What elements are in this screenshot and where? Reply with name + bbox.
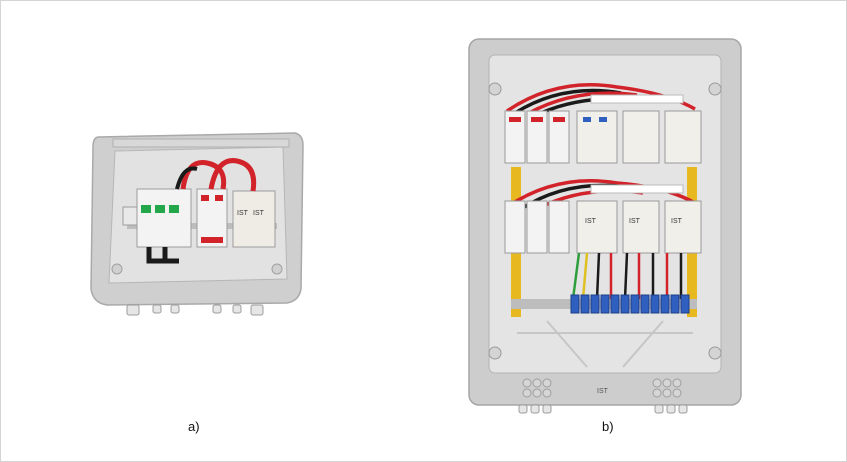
- photo-combiner-box-large: IST IST IST: [467, 37, 743, 415]
- wires-to-terminals: [571, 252, 683, 300]
- cable-glands: [126, 304, 264, 316]
- terminal-block: [570, 294, 690, 314]
- switch-indicator: [141, 205, 151, 213]
- switch-indicator: [155, 205, 165, 213]
- switch-indicator: [169, 205, 179, 213]
- fuse-indicator: [215, 195, 223, 201]
- wire-black: [175, 166, 198, 190]
- photo-junction-box-small: IST IST: [87, 129, 307, 319]
- junction-box-small-illustration: IST IST: [90, 132, 304, 316]
- enclosure-logo: IST: [597, 388, 609, 395]
- switch-handle: [122, 206, 138, 226]
- corner-screws: [488, 82, 722, 360]
- vent-grille-left: [522, 378, 552, 398]
- label-strip: [590, 184, 684, 194]
- module-label: IST: [585, 218, 597, 225]
- top-rail: [112, 138, 290, 148]
- fuse-base: [201, 237, 223, 243]
- wire-black: [162, 247, 179, 264]
- mounting-hole: [271, 263, 283, 275]
- caption-panel-a: a): [188, 419, 200, 434]
- module-indicators-blue: [583, 117, 607, 122]
- label-strip: [590, 94, 684, 104]
- fuse-indicator: [201, 195, 209, 201]
- floor-ribs: [517, 320, 693, 368]
- mounting-hole: [111, 263, 123, 275]
- isolator-switch: [136, 188, 192, 248]
- wire-red: [208, 158, 257, 192]
- module-label: IST: [629, 218, 641, 225]
- cable-glands: [518, 404, 688, 414]
- caption-panel-b: b): [602, 419, 614, 434]
- surge-protector: [232, 190, 276, 248]
- wire-black: [146, 247, 163, 264]
- combiner-box-large-illustration: IST IST IST: [468, 38, 742, 414]
- surge-label: IST: [237, 210, 249, 217]
- module-row-lower: [504, 200, 702, 254]
- wire-red: [180, 160, 227, 190]
- surge-label: IST: [253, 210, 265, 217]
- module-label: IST: [671, 218, 683, 225]
- vent-grille-right: [652, 378, 682, 398]
- module-indicators-upper: [509, 117, 565, 122]
